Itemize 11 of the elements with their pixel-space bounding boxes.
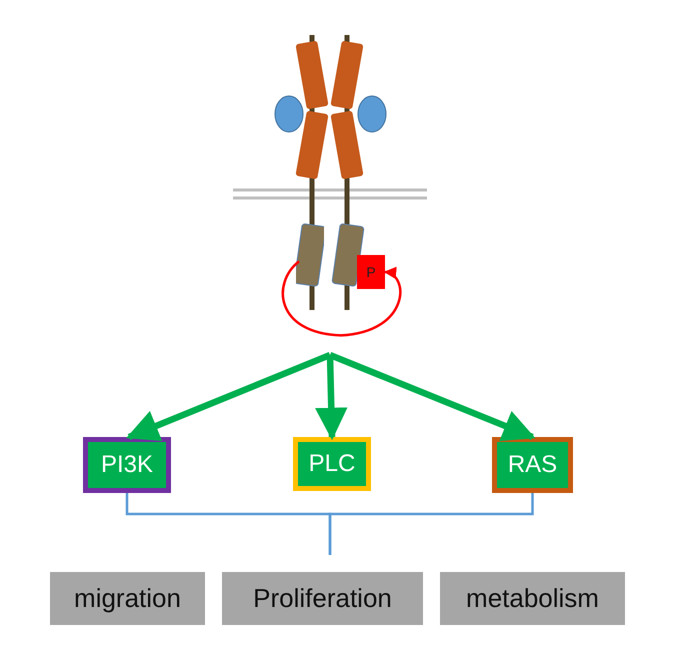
arrow <box>328 352 536 442</box>
protein-box: PI3K <box>83 437 171 493</box>
arrow <box>282 260 402 337</box>
connector-line <box>328 493 534 555</box>
protein-box: PLC <box>293 437 371 491</box>
protein-box: RAS <box>492 437 573 493</box>
outcome-box: metabolism <box>440 572 625 625</box>
outcome-box: Proliferation <box>222 572 423 625</box>
arrow <box>126 352 332 441</box>
outcome-box: migration <box>50 572 205 625</box>
phosphate-box: P <box>357 255 385 289</box>
